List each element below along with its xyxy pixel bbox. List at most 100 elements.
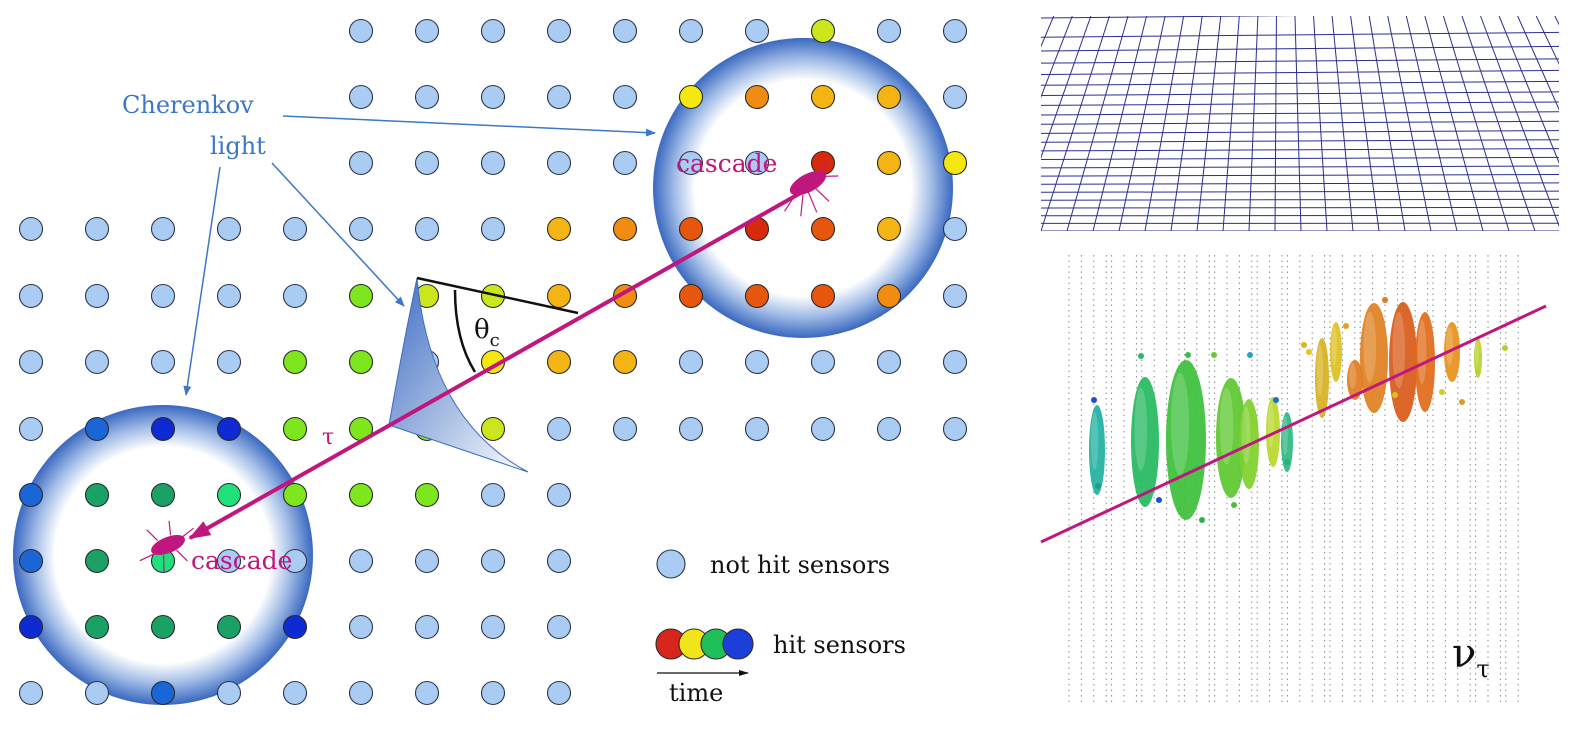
legend-not-hit-label: not hit sensors [710, 551, 890, 579]
hit-sensor [810, 150, 836, 176]
hit-sensor [810, 216, 836, 242]
grid-line [1041, 69, 1559, 76]
grid-line [1092, 16, 1148, 231]
sensor [18, 216, 44, 242]
surface-grid [1041, 16, 1577, 231]
hit-dot [1306, 349, 1312, 355]
hit-cluster-shine [1474, 341, 1479, 367]
sensor [414, 680, 440, 706]
sensor [216, 349, 242, 375]
sensor [84, 283, 110, 309]
hit-sensor [612, 349, 638, 375]
grid-line [1041, 80, 1559, 86]
hit-cluster-shine [1417, 320, 1427, 384]
hit-dot [1301, 342, 1307, 348]
sensor [876, 349, 902, 375]
hit-cluster [1216, 378, 1246, 498]
detector-strings [1068, 255, 1519, 705]
hit-sensor [150, 680, 176, 706]
hit-cluster [1360, 303, 1388, 413]
sensor [546, 680, 572, 706]
hit-sensor [678, 283, 704, 309]
hit-dot [1502, 345, 1508, 351]
sensor [480, 680, 506, 706]
grid-line [1144, 16, 1185, 231]
hit-dot [1095, 483, 1101, 489]
hit-sensor [84, 548, 110, 574]
sensor [414, 150, 440, 176]
sensor [18, 283, 44, 309]
sensor [348, 216, 374, 242]
cherenkov-label-line1: Cherenkov [122, 91, 254, 119]
sensor [414, 548, 440, 574]
grid-line [1535, 16, 1559, 65]
hit-cluster-shine [1091, 412, 1099, 470]
grid-line [1066, 16, 1129, 231]
sensor [546, 84, 572, 110]
sensor [810, 349, 836, 375]
sensor [282, 680, 308, 706]
sensor [678, 150, 704, 176]
hit-sensor [282, 614, 308, 640]
hit-dot [1284, 459, 1290, 465]
sensor [480, 84, 506, 110]
sensor [348, 614, 374, 640]
sensor [150, 216, 176, 242]
grid-line [1041, 101, 1559, 106]
hit-sensor [876, 150, 902, 176]
sensor [480, 482, 506, 508]
hit-sensor [546, 216, 572, 242]
grid-line [1498, 16, 1559, 164]
reconstructed-track [1040, 304, 1547, 544]
grid-line [1041, 16, 1092, 159]
legend: not hit sensors hit sensors time [655, 549, 906, 707]
hit-sensor [546, 283, 572, 309]
sensor [480, 150, 506, 176]
hit-sensor [216, 614, 242, 640]
sensor [414, 84, 440, 110]
sensor [612, 18, 638, 44]
sensor [678, 349, 704, 375]
grid-line [1041, 31, 1559, 38]
sensor [612, 150, 638, 176]
legend-time-label: time [669, 679, 723, 707]
grid-line [1041, 58, 1559, 64]
grid-line [1573, 16, 1577, 231]
sensor [414, 18, 440, 44]
hit-sensor [18, 548, 44, 574]
cherenkov-cone-icon [388, 276, 579, 473]
hit-sensor [612, 216, 638, 242]
hit-sensor [678, 216, 704, 242]
hit-cluster-shine [1241, 406, 1251, 464]
sensor [84, 680, 110, 706]
hit-dot [1459, 399, 1465, 405]
sensor [348, 548, 374, 574]
sensor [942, 349, 968, 375]
cascade-label-bottom: cascade [191, 546, 292, 575]
hit-sensor [84, 482, 110, 508]
grid-line [1461, 16, 1536, 231]
tau-label: τ [322, 425, 334, 450]
hit-sensor [348, 349, 374, 375]
hit-cluster-shine [1446, 326, 1454, 366]
arrow-icon [183, 166, 221, 396]
hit-sensor [282, 349, 308, 375]
hit-sensor [414, 482, 440, 508]
hit-cluster [1389, 302, 1417, 422]
hit-dot [1156, 497, 1162, 503]
hit-cluster-shine [1331, 326, 1337, 366]
grid-line [1118, 16, 1166, 231]
grid-line [1041, 165, 1559, 169]
sensor [348, 680, 374, 706]
grid-line [1041, 111, 1559, 116]
hit-cluster [1444, 322, 1460, 382]
hit-cluster [1347, 360, 1363, 400]
hit-sensor [18, 482, 44, 508]
hit-sensor [546, 349, 572, 375]
hit-sensor [84, 614, 110, 640]
hit-sensor [150, 482, 176, 508]
hit-sensor [744, 283, 770, 309]
hit-dot [1091, 397, 1097, 403]
grid-line [1517, 16, 1559, 111]
sensor [84, 349, 110, 375]
